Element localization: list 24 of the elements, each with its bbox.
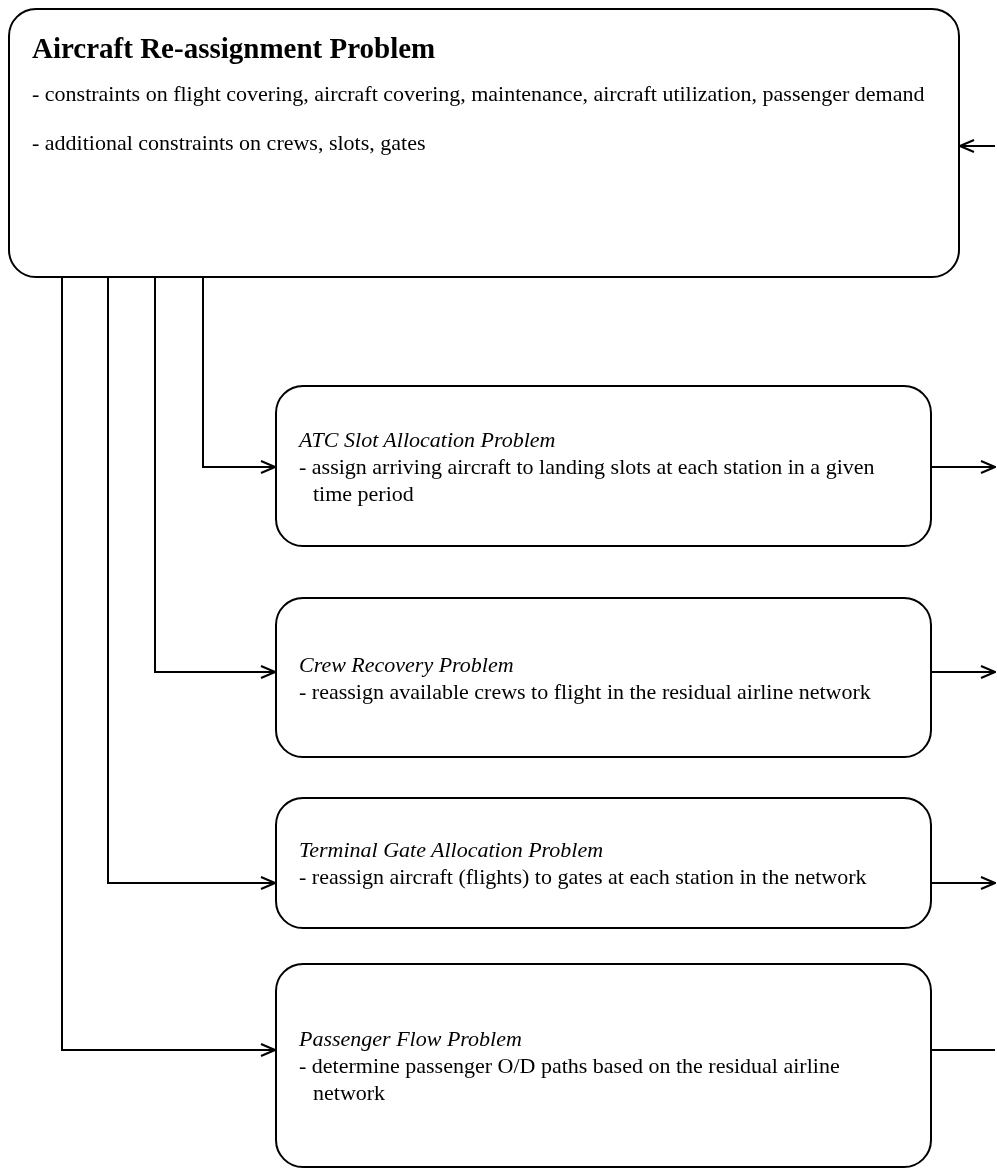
arrow [959,139,996,153]
box-text: - assign arriving aircraft to landing slots at each station in a given time period [299,452,876,507]
process-box [275,797,932,929]
box-heading: Crew Recovery Problem [299,650,515,678]
box-text: - reassign aircraft (flights) to gates at each station in the network [299,863,868,890]
box-heading: Passenger Flow Problem [299,1025,523,1052]
process-box [275,385,932,547]
box-text: - constraints on flight covering, aircraft covering, maintenance, aircraft utilization, passenger demand [32,80,926,107]
box-heading: Aircraft Re-assignment Problem [32,31,437,66]
box-heading: Terminal Gate Allocation Problem [299,836,605,863]
box-heading: ATC Slot Allocation Problem [299,425,557,453]
process-box [275,597,932,758]
box-text: - determine passenger O/D paths based on the residual airline network [299,1052,841,1106]
arrow [107,277,276,890]
process-box [8,8,960,278]
arrow [931,665,996,679]
arrow [931,876,996,890]
arrow [61,277,276,1057]
arrow [202,277,276,474]
arrow [154,277,276,679]
arrow [931,460,996,474]
process-box [275,963,932,1168]
box-text: - reassign available crews to flight in the residual airline network [299,677,872,705]
box-text: - additional constraints on crews, slots, gates [32,129,427,156]
